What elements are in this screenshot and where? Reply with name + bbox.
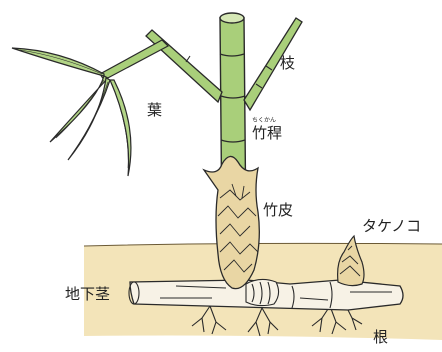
culm-base [246, 279, 279, 305]
label-shoot: タケノコ [362, 219, 421, 234]
label-root: 根 [373, 330, 388, 345]
leaf-1 [12, 48, 104, 76]
label-rhizome: 地下茎 [65, 287, 110, 302]
label-leaf: 葉 [147, 103, 162, 118]
leaf-4 [110, 80, 131, 176]
culm-top-opening [220, 13, 244, 23]
branch-left-twig [100, 40, 168, 80]
label-sheath: 竹皮 [263, 203, 293, 218]
label-culm: 竹稈 [252, 126, 282, 141]
label-branch: 枝 [280, 56, 295, 71]
leaf-2 [50, 76, 108, 142]
branch-left [146, 30, 222, 102]
